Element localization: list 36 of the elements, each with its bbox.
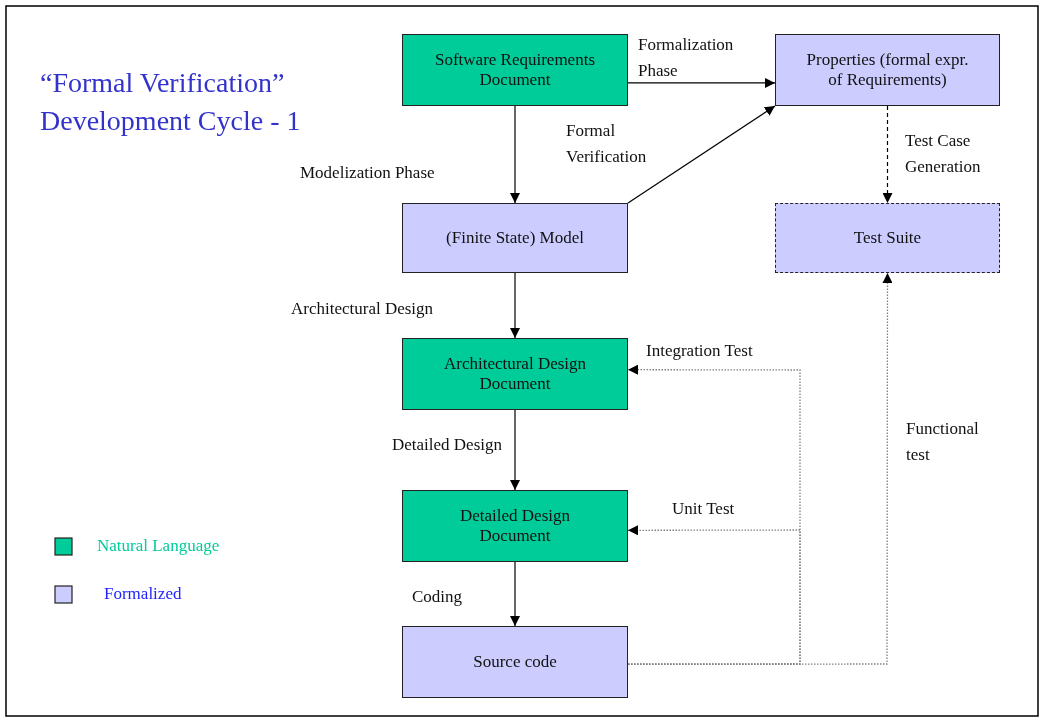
edge-label: Functional test [906,418,980,466]
edge-label: Detailed Design [392,434,503,456]
arrow [882,105,893,204]
legend-label: Formalized [104,583,182,605]
arrow [510,409,520,491]
arrow [627,77,776,88]
edge-label: Coding [412,586,464,608]
process-box [402,338,628,410]
process-box [402,203,628,273]
box-text: Architectural Design Document [442,353,588,395]
title: “Formal Verification” Development Cycle - 1 [40,66,302,138]
box-text: Source code [473,651,557,673]
edge-label: Unit Test [672,498,736,520]
edge-label: Integration Test [646,340,754,362]
arrow [510,272,520,339]
arrow [627,272,893,665]
box-text: Software Requirements Document [433,49,596,91]
process-box [775,34,1000,106]
process-box [775,203,1000,273]
box-text: Detailed Design Document [459,505,571,547]
process-box [402,490,628,562]
edge-label: Formal Verification [566,120,648,168]
legend-label: Natural Language [97,535,220,557]
edge-label: Architectural Design [291,298,435,320]
box-text: (Finite State) Model [446,227,584,249]
arrow [627,525,801,665]
edge-label: Formalization Phase [638,34,735,82]
arrow [510,105,520,204]
arrow [627,105,776,204]
edge-label: Test Case Generation [905,130,982,178]
box-text: Properties (formal expr. of Requirements) [805,49,970,91]
arrow [510,561,520,627]
box-text: Test Suite [853,227,922,249]
process-box [402,626,628,698]
process-box [402,34,628,106]
edge-label: Modelization Phase [300,162,436,184]
